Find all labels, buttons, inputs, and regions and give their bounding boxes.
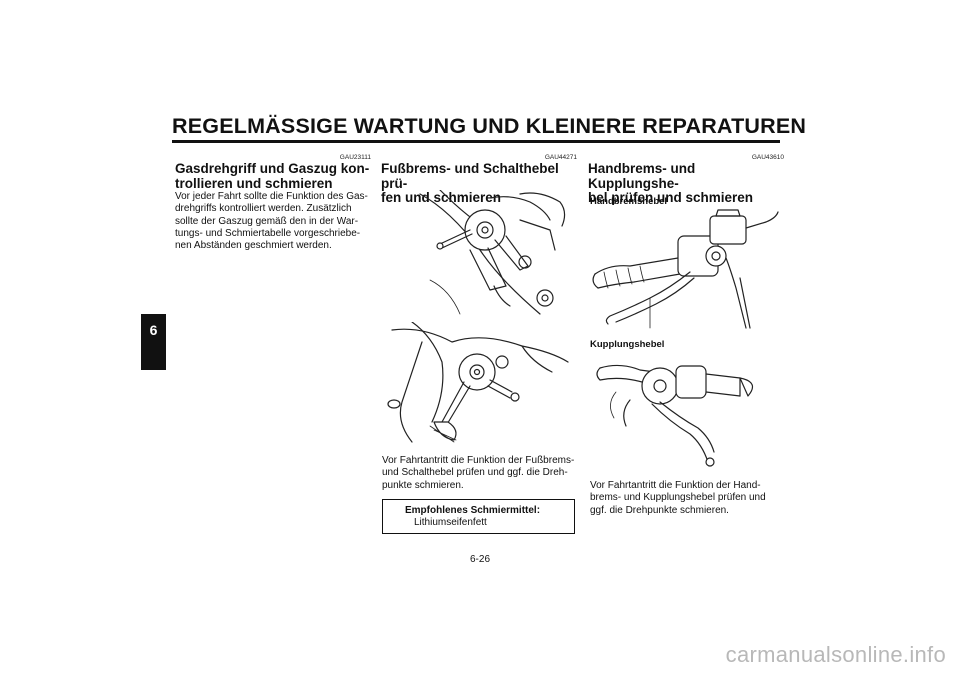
clutch-lever-illustration [596,364,754,467]
body-line: Vor jeder Fahrt sollte die Funktion des … [175,191,368,202]
body-line: sollte der Gaszug gemäß den in der War- [175,215,359,227]
chapter-tab: 6 [141,314,166,370]
section-title: Fußbrems- und Schalthebel prü- fen und s… [381,161,577,206]
body-line: Vor Fahrtantritt die Funktion der Hand- [590,480,761,491]
body-line: nen Abständen geschmiert werden. [175,240,332,252]
section-body: Vor Fahrtantritt die Funktion der Fußbre… [382,455,578,492]
body-line: punkte schmieren. [382,479,464,491]
brake-pedal-illustration [419,190,566,315]
section-code: GAU44271 [544,154,577,161]
section-code: GAU43610 [751,154,784,161]
body-line: Vor Fahrtantritt die Funktion der Fußbre… [382,455,575,466]
watermark: carmanualsonline.info [725,642,946,667]
title-line: Gasdrehgriff und Gaszug kon- [175,161,370,176]
title-line: trollieren und schmieren [175,175,333,191]
section-title: Handbrems- und Kupplungshe- bel prüfen u… [588,161,784,206]
title-line: bel prüfen und schmieren [588,190,754,205]
body-line: und Schalthebel prüfen und ggf. die Dreh… [382,467,568,479]
lubricant-box: Empfohlenes Schmiermittel: Lithiumseifen… [382,499,575,534]
chapter-tab-label: 6 [149,322,158,338]
lubricant-title: Empfohlenes Schmiermittel: [405,505,541,516]
label-clutch-lever: Kupplungshebel [590,339,665,350]
lubricant-value: Lithiumseifenfett [414,516,487,528]
brake-lever-illustration [592,209,779,329]
body-line: drehgriffs kontrolliert werden. Zusätzli… [175,203,352,215]
section-pedal: GAU44271 Fußbrems- und Schalthebel prü- … [381,153,577,206]
section-levers: GAU43610 Handbrems- und Kupplungshe- bel… [588,153,784,206]
section-body: Vor Fahrtantritt die Funktion der Hand- … [590,480,786,517]
body-line: ggf. die Drehpunkte schmieren. [590,504,729,516]
title-line: fen und schmieren [381,190,502,205]
page-title: REGELMÄSSIGE WARTUNG UND KLEINERE REPARA… [172,114,807,138]
section-pedal-body: Vor Fahrtantritt die Funktion der Fußbre… [382,455,578,492]
body-line: tungs- und Schmiertabelle vorgeschriebe- [175,227,361,239]
section-body: Vor jeder Fahrt sollte die Funktion des … [175,191,371,252]
header-rule [172,140,780,143]
section-levers-body: Vor Fahrtantritt die Funktion der Hand- … [590,480,786,517]
label-brake-lever: Handbremshebel [590,196,668,207]
title-line: Handbrems- und Kupplungshe- [588,161,696,191]
body-line: brems- und Kupplungshebel prüfen und [590,492,766,504]
page-number: 6-26 [469,554,490,565]
section-code: GAU23111 [339,154,371,161]
title-line: Fußbrems- und Schalthebel prü- [381,161,559,191]
shift-lever-illustration [387,322,569,443]
section-throttle: GAU23111 Gasdrehgriff und Gaszug kon- tr… [175,153,371,252]
section-title: Gasdrehgriff und Gaszug kon- trollieren … [175,161,371,191]
